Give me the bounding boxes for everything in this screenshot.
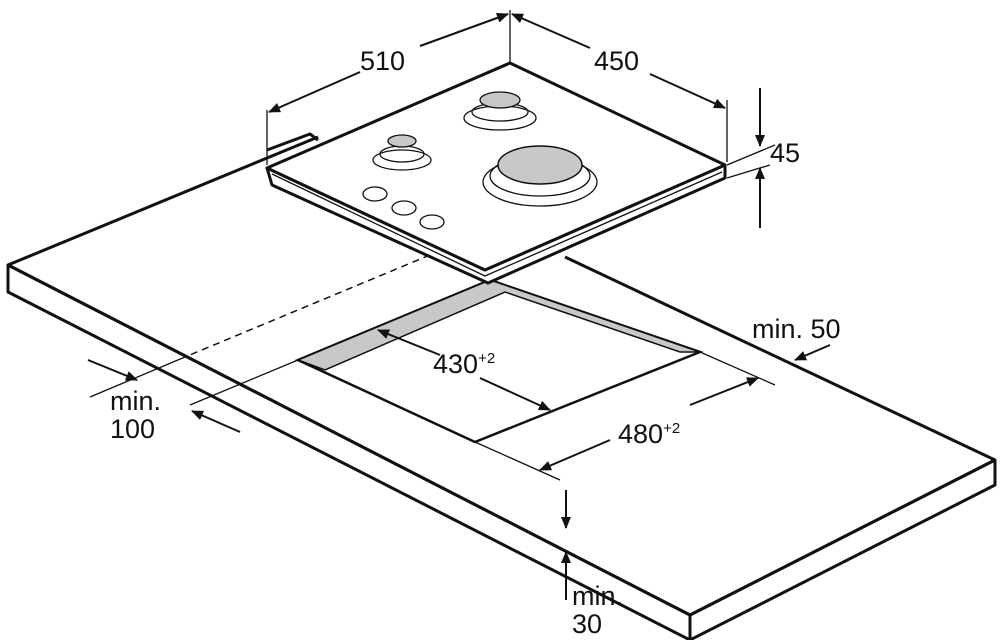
countertop (6, 135, 997, 640)
burner-large (482, 145, 598, 207)
countertop-side-face (688, 458, 997, 640)
dim-430-label: 430+2 (433, 349, 495, 379)
dim-450-label: 450 (594, 46, 639, 76)
min-30-value: 30 (572, 609, 602, 639)
cutout (294, 278, 704, 444)
min-50-label: min. 50 (752, 314, 841, 344)
burner-rear (463, 91, 537, 131)
min-100-label: min. (110, 386, 161, 416)
burner-left (372, 134, 432, 171)
min-100-value: 100 (110, 414, 155, 444)
gas-hob (265, 61, 727, 285)
control-knobs (362, 186, 445, 230)
hidden-edge-line (184, 254, 431, 358)
min-30-label: min. (572, 581, 623, 611)
dim-510-label: 510 (360, 46, 405, 76)
dim-480-label: 480+2 (618, 419, 680, 449)
dim-45-label: 45 (770, 138, 800, 168)
